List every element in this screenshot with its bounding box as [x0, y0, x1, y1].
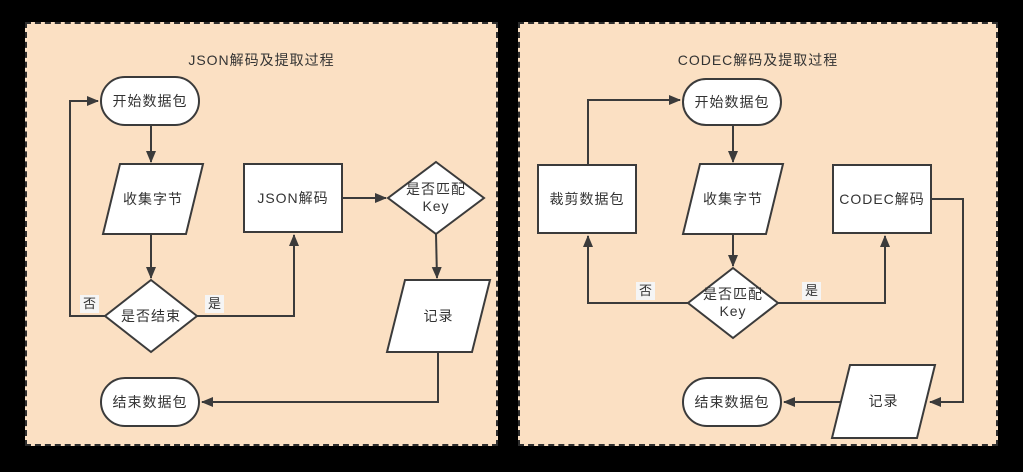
edge-matchkey-yes-to-decode	[778, 235, 890, 304]
edge-trim-to-start	[587, 95, 681, 164]
codec-decode-label: CODEC解码	[839, 190, 925, 207]
json-record-label: 记录	[423, 307, 454, 324]
codec-flowchart-panel: CODEC解码及提取过程 开始数据包 裁剪数据包 收集字节 CODEC解码 是否…	[518, 22, 998, 446]
json-end-check-node: 是否结束	[105, 280, 197, 352]
json-diagram-title: JSON解码及提取过程	[188, 52, 335, 68]
codec-record-label: 记录	[868, 393, 899, 409]
edge-decode-to-record	[929, 198, 964, 407]
json-end-check-label: 是否结束	[121, 307, 181, 324]
json-record-node: 记录	[387, 280, 490, 352]
json-start-label: 开始数据包	[112, 92, 188, 109]
json-collect-node: 收集字节	[103, 164, 203, 234]
codec-collect-node: 收集字节	[683, 164, 783, 234]
codec-diagram-title: CODEC解码及提取过程	[677, 52, 839, 68]
json-end-node: 结束数据包	[100, 377, 200, 427]
codec-end-label: 结束数据包	[694, 393, 770, 410]
json-flowchart-panel: JSON解码及提取过程 开始数据包 收集字节 JSON解码 是否匹配 Key 是…	[25, 22, 498, 446]
json-edge-label-yes: 是	[205, 295, 225, 313]
codec-start-node: 开始数据包	[682, 78, 782, 126]
end-check-diamond-shape	[103, 278, 199, 354]
match-key-diamond-shape	[686, 266, 780, 340]
edge-matchkey-to-record	[431, 233, 442, 279]
json-match-key-label-line1: 是否匹配	[406, 181, 466, 197]
codec-trim-label: 裁剪数据包	[549, 190, 625, 207]
edge-endcheck-yes-to-decode	[197, 234, 299, 317]
edge-matchkey-no-to-trim	[583, 235, 688, 304]
json-match-key-label-line2: Key	[422, 198, 450, 214]
codec-match-key-label-line2: Key	[719, 303, 747, 319]
codec-decode-node: CODEC解码	[832, 164, 932, 234]
record-shape	[385, 279, 492, 353]
edge-endcheck-no-to-start	[69, 96, 105, 317]
codec-match-key-node: 是否匹配 Key	[688, 268, 778, 338]
collect-bytes-shape	[101, 163, 205, 235]
codec-edge-label-yes: 是	[802, 282, 822, 300]
codec-trim-node: 裁剪数据包	[537, 164, 637, 234]
json-collect-label: 收集字节	[123, 190, 183, 207]
codec-flowchart-connectors	[583, 95, 964, 439]
codec-start-label: 开始数据包	[694, 93, 770, 110]
codec-match-key-label-line1: 是否匹配	[703, 286, 763, 302]
json-match-key-node: 是否匹配 Key	[388, 162, 484, 234]
record-shape	[830, 364, 937, 439]
json-flowchart-connectors	[69, 96, 492, 407]
edge-record-to-end	[201, 352, 439, 407]
json-edge-label-no: 否	[80, 295, 100, 313]
codec-collect-label: 收集字节	[703, 190, 763, 207]
codec-record-node: 记录	[832, 365, 935, 438]
json-start-node: 开始数据包	[100, 76, 200, 126]
json-decode-label: JSON解码	[257, 189, 329, 206]
json-end-label: 结束数据包	[112, 393, 188, 410]
codec-end-node: 结束数据包	[682, 377, 782, 427]
json-decode-node: JSON解码	[243, 163, 343, 233]
codec-edge-label-no: 否	[636, 282, 656, 300]
match-key-diamond-shape	[386, 160, 486, 236]
collect-bytes-shape	[681, 163, 785, 235]
